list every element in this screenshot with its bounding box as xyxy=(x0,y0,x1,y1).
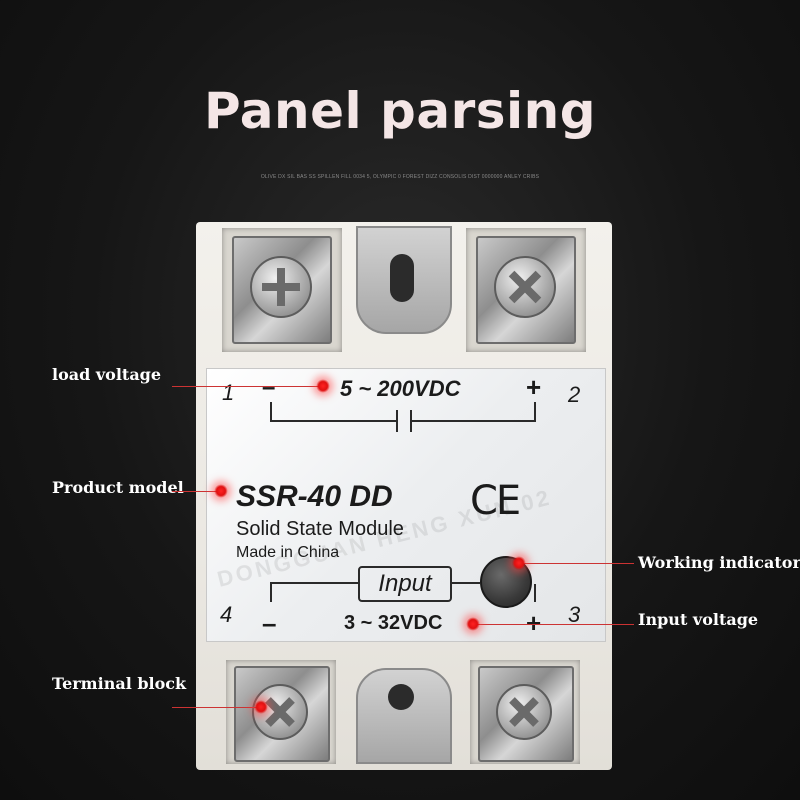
terminal-number-4: 4 xyxy=(220,602,233,627)
model-text: SSR-40 DD xyxy=(236,480,393,513)
description-text: Solid State Module xyxy=(236,518,404,540)
callout-line-input-voltage xyxy=(474,624,634,625)
input-bracket-right-horizontal xyxy=(450,582,480,584)
load-bracket-right-horizontal xyxy=(410,420,536,422)
callout-dot-working-indicator xyxy=(512,556,526,570)
input-minus-sign: – xyxy=(262,608,277,638)
input-label-box: Input xyxy=(358,566,452,602)
terminal-number-3: 3 xyxy=(568,602,581,627)
input-plus-sign: + xyxy=(526,608,542,638)
callout-dot-terminal-block xyxy=(254,700,268,714)
load-bracket-left-horizontal xyxy=(270,420,396,422)
input-bracket-left-horizontal xyxy=(270,582,358,584)
input-voltage-text: 3 ~ 32VDC xyxy=(344,612,443,634)
bottom-right-screw-icon xyxy=(496,684,552,740)
top-right-screw-icon xyxy=(494,256,556,318)
page-title: Panel parsing xyxy=(203,82,597,140)
load-plus-sign: + xyxy=(526,372,542,402)
callout-product-model: Product model xyxy=(52,478,184,497)
ce-mark-icon: CE xyxy=(470,478,521,524)
input-bracket-left-vertical xyxy=(270,582,272,602)
callout-working-indicator: Working indicator xyxy=(638,553,800,572)
callout-line-working-indicator xyxy=(518,563,634,564)
load-bracket-gap-left xyxy=(396,410,398,432)
top-left-terminal-plate xyxy=(232,236,332,344)
fine-print: OLIVE DX SIL BAS SS SPILLEN FILL 0034 5,… xyxy=(260,174,540,180)
bottom-mounting-tab xyxy=(356,668,452,764)
top-mounting-slot xyxy=(390,254,414,302)
callout-line-product-model xyxy=(172,491,222,492)
load-bracket-left-vertical xyxy=(270,402,272,422)
top-left-screw-icon xyxy=(250,256,312,318)
callout-terminal-block: Terminal block xyxy=(52,674,187,693)
origin-text: Made in China xyxy=(236,544,340,561)
callout-dot-product-model xyxy=(214,484,228,498)
top-right-terminal-plate xyxy=(476,236,576,344)
callout-dot-input-voltage xyxy=(466,617,480,631)
label-plate xyxy=(206,368,606,642)
callout-load-voltage: load voltage xyxy=(52,365,162,384)
load-voltage-text: 5 ~ 200VDC xyxy=(340,376,461,401)
callout-input-voltage: Input voltage xyxy=(638,610,759,629)
load-minus-sign: – xyxy=(262,374,276,401)
terminal-number-1: 1 xyxy=(222,380,235,405)
terminal-number-2: 2 xyxy=(568,382,581,407)
load-bracket-right-vertical xyxy=(534,402,536,422)
input-bracket-right-vertical xyxy=(534,584,536,602)
callout-dot-load-voltage xyxy=(316,379,330,393)
callout-line-terminal-block xyxy=(172,707,262,708)
bottom-mounting-hole xyxy=(388,684,414,710)
callout-line-load-voltage xyxy=(172,386,322,387)
